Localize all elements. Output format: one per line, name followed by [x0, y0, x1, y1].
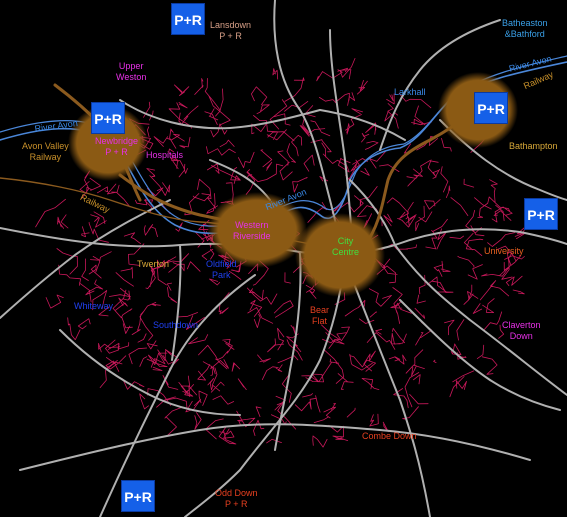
major-road [349, 179, 396, 246]
major-road [274, 251, 302, 451]
label-southdown: Southdown [153, 320, 199, 330]
major-road [319, 109, 406, 141]
major-road [19, 423, 531, 471]
label-odd-down: Odd Down P + R [215, 488, 258, 509]
minor-road [35, 58, 528, 448]
development-hotspot [295, 213, 385, 297]
label-western-riverside: Western Riverside [233, 220, 271, 241]
label-upper-weston: Upper Weston [116, 61, 147, 82]
development-hotspot [68, 105, 148, 181]
major-road [344, 259, 431, 517]
label-bathampton: Bathampton [509, 141, 558, 151]
label-claverton-down: Claverton Down [502, 320, 541, 341]
park-and-ride-sign-odd-down[interactable]: P+R [121, 480, 155, 512]
major-road [329, 29, 353, 241]
major-road [0, 199, 171, 319]
major-road [119, 99, 321, 130]
development-hotspot [207, 192, 307, 268]
label-avon-valley-railway: Avon Valley Railway [22, 141, 69, 162]
major-road [59, 329, 241, 416]
park-and-ride-sign-university[interactable]: P+R [524, 198, 558, 230]
label-newbridge: Newbridge P + R [95, 136, 139, 157]
label-twerton: Twerton [137, 259, 170, 269]
park-and-ride-sign-newbridge[interactable]: P+R [91, 102, 125, 134]
label-lansdown: Lansdown P + R [210, 20, 252, 41]
major-road [99, 274, 256, 517]
minor-road-network [35, 58, 528, 448]
major-road [394, 228, 567, 246]
label-city-centre: City Centre [332, 236, 360, 257]
major-road [394, 244, 567, 396]
label-batheaston: Batheaston &Bathford [502, 18, 548, 39]
label-oldfield-park: Oldfield Park [206, 259, 237, 280]
label-university: University [484, 246, 524, 256]
major-road [171, 244, 182, 361]
major-road [379, 19, 501, 151]
major-road [399, 299, 561, 411]
label-combe-down: Combe Down [362, 431, 417, 441]
park-and-ride-sign-lansdown[interactable]: P+R [171, 3, 205, 35]
label-hospitals: Hospitals [146, 150, 184, 160]
label-bear-flat: Bear Flat [310, 305, 330, 326]
park-and-ride-sign-bathampton[interactable]: P+R [474, 92, 508, 124]
major-road [184, 259, 346, 517]
label-whiteway: Whiteway [74, 301, 114, 311]
label-larkhall: Larkhall [394, 87, 426, 97]
